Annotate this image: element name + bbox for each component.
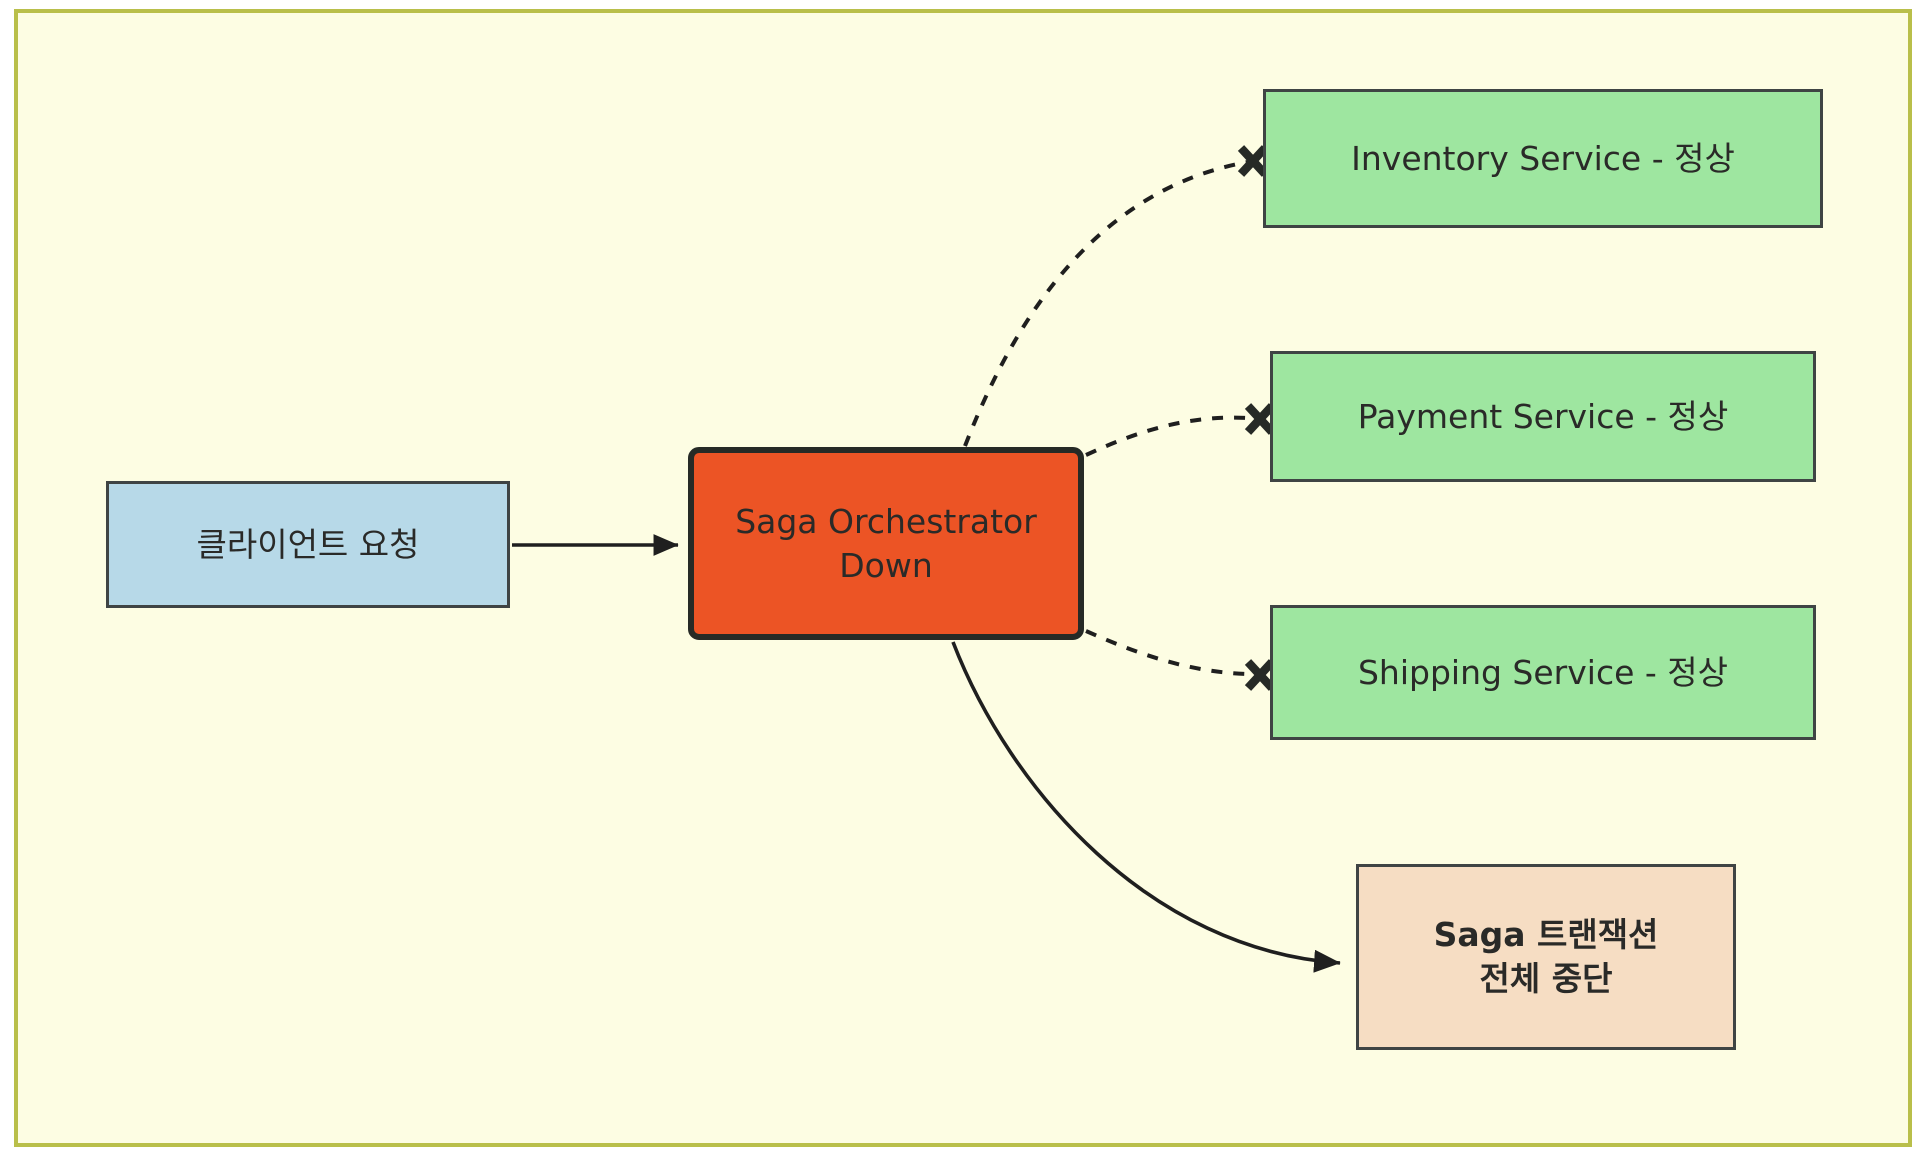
node-client-request-label: 클라이언트 요청 xyxy=(196,524,420,564)
node-shipping-service[interactable]: Shipping Service - 정상 xyxy=(1270,605,1816,740)
node-inventory-service-label: Inventory Service - 정상 xyxy=(1351,138,1735,178)
node-saga-orchestrator[interactable]: Saga Orchestrator Down xyxy=(688,447,1084,640)
node-payment-service-label: Payment Service - 정상 xyxy=(1357,396,1729,436)
node-payment-service[interactable]: Payment Service - 정상 xyxy=(1270,351,1816,482)
node-client-request[interactable]: 클라이언트 요청 xyxy=(106,481,510,608)
node-shipping-service-label: Shipping Service - 정상 xyxy=(1357,652,1728,692)
node-inventory-service[interactable]: Inventory Service - 정상 xyxy=(1263,89,1823,228)
node-saga-transaction-abort[interactable]: Saga 트랜잭션 전체 중단 xyxy=(1356,864,1736,1050)
node-saga-orchestrator-label: Saga Orchestrator Down xyxy=(735,501,1037,585)
node-saga-transaction-abort-label: Saga 트랜잭션 전체 중단 xyxy=(1433,915,1659,998)
